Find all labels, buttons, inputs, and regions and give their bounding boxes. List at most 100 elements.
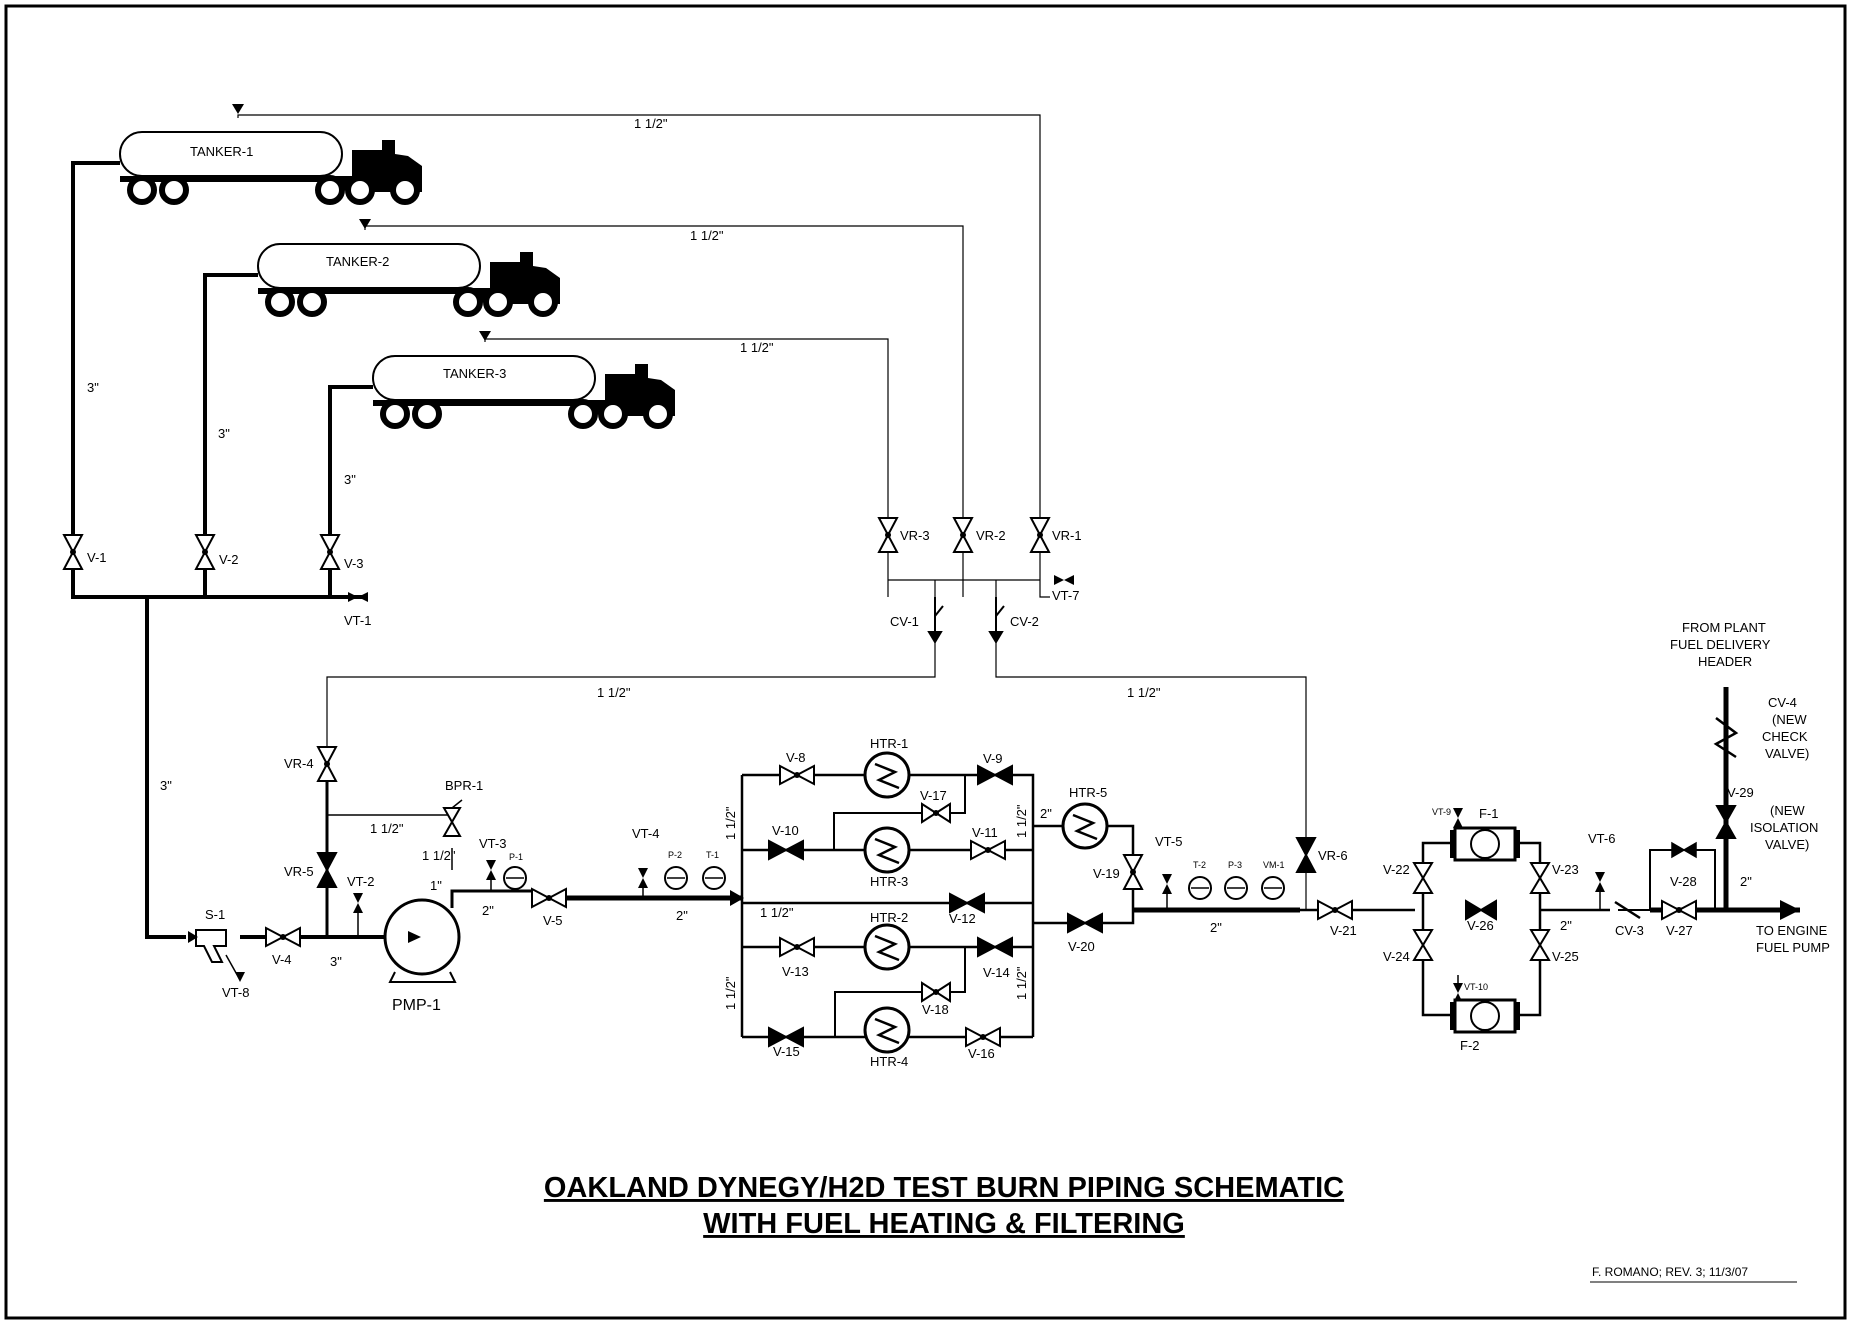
check-valve-label: CV-2 (1010, 614, 1039, 629)
gauge-p-1 (503, 866, 527, 890)
filter-f-1 (1450, 826, 1520, 862)
instrument-label: P-2 (668, 850, 682, 860)
vent-label: VT-2 (347, 874, 374, 889)
valve-label: V-14 (983, 965, 1010, 980)
valve-label: V-20 (1068, 939, 1095, 954)
valve-label: V-19 (1093, 866, 1120, 881)
valve-v-29[interactable] (1715, 805, 1737, 839)
pipe-size-label: 2" (1040, 806, 1052, 821)
equipment-label: BPR-1 (445, 778, 483, 793)
valve-v-17[interactable] (921, 802, 951, 824)
note-cv4-line: CHECK (1762, 729, 1808, 744)
valve-v-9[interactable] (977, 764, 1013, 786)
valve-v-22[interactable] (1412, 862, 1434, 894)
pipe-size-label: 1 1/2" (634, 116, 668, 131)
note-from-plant-line: FUEL DELIVERY (1670, 637, 1771, 652)
valve-v-15[interactable] (768, 1026, 804, 1048)
valve-vr-2[interactable] (952, 517, 974, 553)
vent-label: VT-1 (344, 613, 371, 628)
valve-vr-1[interactable] (1029, 517, 1051, 553)
valve-vr-3[interactable] (877, 517, 899, 553)
valve-v-21[interactable] (1317, 899, 1353, 921)
pipe-size-label: 1 1/2" (723, 806, 738, 840)
vent-vt-4[interactable] (638, 868, 648, 898)
filter-f-2 (1450, 998, 1520, 1034)
valve-v-5[interactable] (531, 887, 567, 909)
revision-signature: F. ROMANO; REV. 3; 11/3/07 (1592, 1265, 1748, 1279)
valve-vr-4[interactable] (316, 746, 338, 782)
valve-v-24[interactable] (1412, 929, 1434, 961)
valve-v-19[interactable] (1122, 854, 1144, 890)
note-v29-line: (NEW (1770, 803, 1805, 818)
note-v29-line: VALVE) (1765, 837, 1809, 852)
gauge-t-1 (702, 866, 726, 890)
valve-label: V-9 (983, 751, 1003, 766)
valve-v-10[interactable] (768, 839, 804, 861)
back-pressure-regulator-bpr-1[interactable] (442, 799, 463, 837)
heater-label: HTR-1 (870, 736, 908, 751)
vent-vt-2[interactable] (353, 893, 363, 937)
valve-v-2[interactable] (194, 534, 216, 570)
valve-label: VR-3 (900, 528, 930, 543)
heater-htr-3 (863, 826, 911, 874)
heater-label: HTR-4 (870, 1054, 908, 1069)
valve-v-14[interactable] (977, 936, 1013, 958)
valve-vr-6[interactable] (1295, 837, 1317, 873)
pipe-size-label: 3" (87, 380, 99, 395)
valve-v-11[interactable] (970, 839, 1006, 861)
vent-label: VT-10 (1464, 982, 1488, 992)
valve-v-3[interactable] (319, 534, 341, 570)
vent-vt-8[interactable] (225, 954, 245, 982)
valve-label: V-23 (1552, 862, 1579, 877)
valve-v-23[interactable] (1529, 862, 1551, 894)
valve-v-12[interactable] (949, 892, 985, 914)
tanker-2-label: TANKER-2 (326, 254, 389, 269)
vent-vt-6[interactable] (1595, 872, 1605, 910)
valve-label: VR-6 (1318, 848, 1348, 863)
vent-label: VT-7 (1052, 588, 1079, 603)
vent-vt-1[interactable] (348, 592, 368, 602)
vent-vt-10[interactable] (1453, 975, 1463, 1003)
instrument-label: P-3 (1228, 860, 1242, 870)
pipe-size-label: 2" (1560, 918, 1572, 933)
valve-v-26[interactable] (1465, 899, 1497, 921)
pipe-size-label: 1 1/2" (1127, 685, 1161, 700)
check-valve-cv-1[interactable] (927, 597, 944, 644)
tanker-1-label: TANKER-1 (190, 144, 253, 159)
valve-v-13[interactable] (779, 936, 815, 958)
valve-v-1[interactable] (62, 534, 84, 570)
vent-vt-5[interactable] (1162, 874, 1172, 910)
note-cv4-line: (NEW (1772, 712, 1807, 727)
check-valve-cv-2[interactable] (988, 597, 1005, 644)
valve-label: V-8 (786, 750, 806, 765)
valve-v-27[interactable] (1661, 899, 1697, 921)
vent-vt-3[interactable] (486, 860, 496, 891)
pipe-size-label: 1 1/2" (690, 228, 724, 243)
pump-pmp-1 (383, 898, 461, 983)
valve-label: V-4 (272, 952, 292, 967)
sheet-border (4, 4, 1847, 1320)
valve-v-25[interactable] (1529, 929, 1551, 961)
check-valve-cv-4[interactable] (1713, 717, 1739, 759)
valve-vr-5[interactable] (316, 852, 338, 888)
valve-label: V-27 (1666, 923, 1693, 938)
valve-label: V-18 (922, 1002, 949, 1017)
vent-vt-7[interactable] (1054, 575, 1074, 585)
valve-label: V-16 (968, 1046, 995, 1061)
valve-v-28[interactable] (1671, 841, 1697, 859)
valve-v-18[interactable] (921, 981, 951, 1003)
valve-v-16[interactable] (965, 1026, 1001, 1048)
diagram-title-line-1: OAKLAND DYNEGY/H2D TEST BURN PIPING SCHE… (544, 1172, 1344, 1204)
valve-v-4[interactable] (265, 926, 301, 948)
valve-label: V-29 (1727, 785, 1754, 800)
valve-v-8[interactable] (779, 764, 815, 786)
pipe-size-label: 3" (160, 778, 172, 793)
check-valve-cv-3[interactable] (1614, 900, 1641, 920)
valve-label: V-15 (773, 1044, 800, 1059)
valve-label: V-25 (1552, 949, 1579, 964)
heater-label: HTR-3 (870, 874, 908, 889)
valve-v-20[interactable] (1067, 912, 1103, 934)
note-cv4-line: VALVE) (1765, 746, 1809, 761)
pipe-size-label: 2" (676, 908, 688, 923)
